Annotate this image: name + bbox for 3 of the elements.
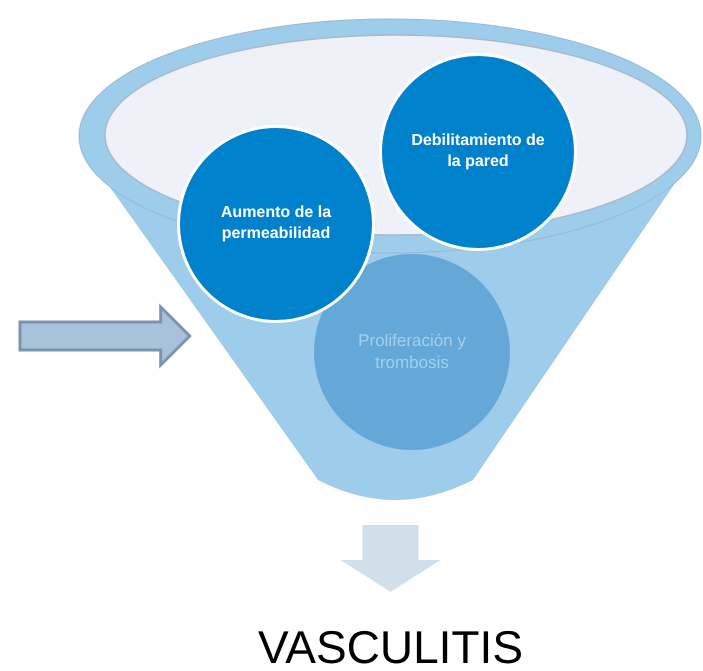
block-arrow (18, 303, 192, 369)
block-arrow (340, 525, 440, 592)
result-label: VASCULITIS (235, 622, 546, 671)
